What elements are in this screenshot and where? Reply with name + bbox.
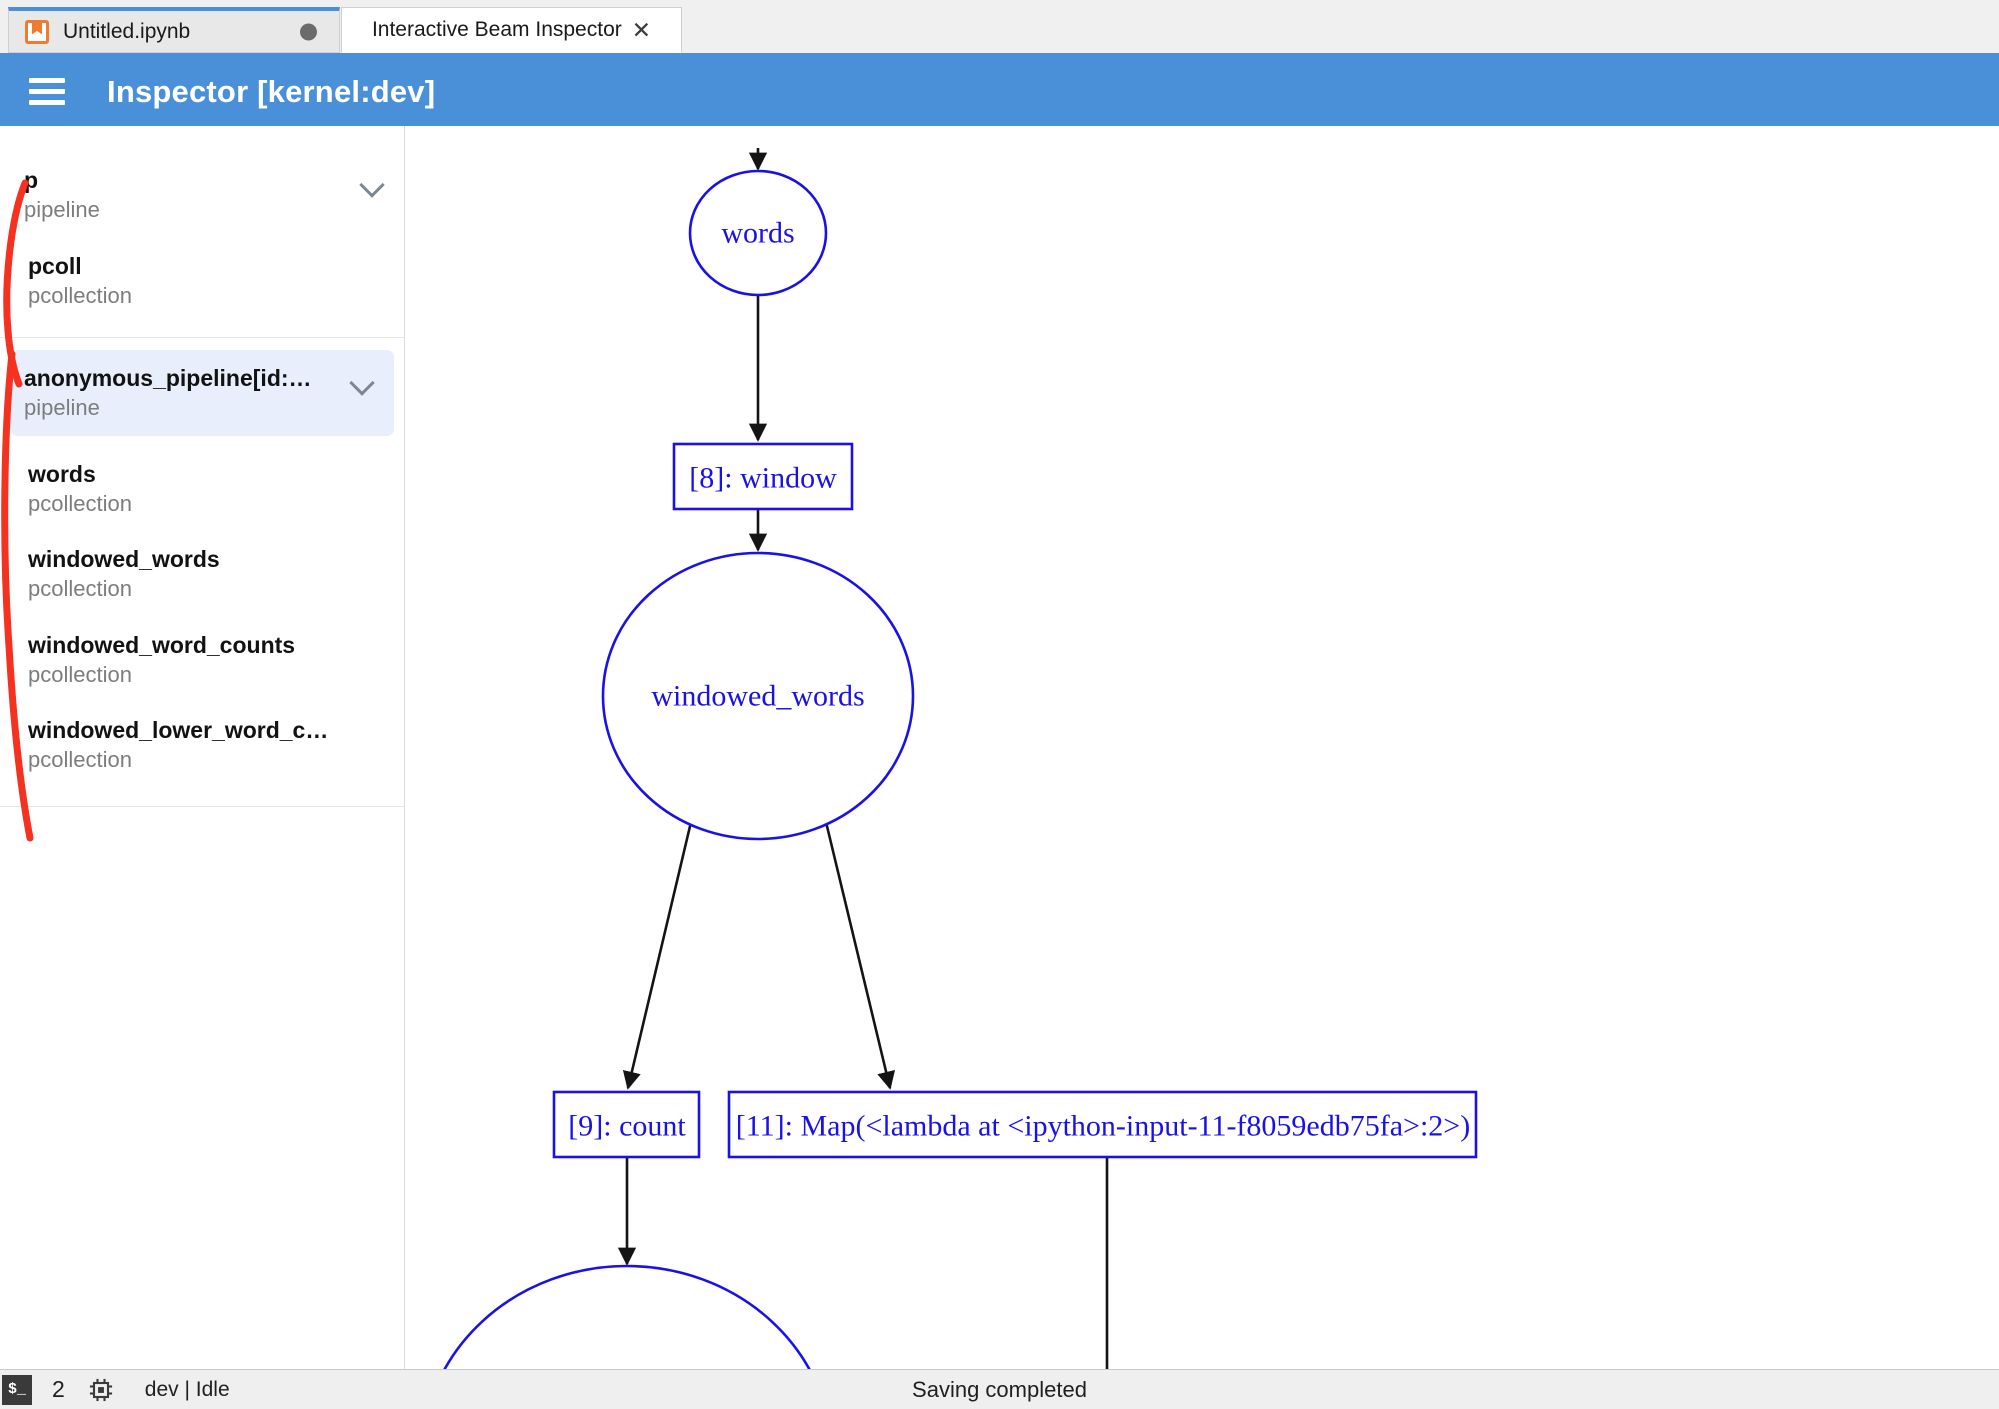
graph-node-label: [9]: count — [568, 1110, 686, 1143]
terminal-icon[interactable]: $_ — [2, 1374, 32, 1405]
sidebar-item-label: windowed_lower_word_counts — [28, 717, 368, 744]
graph-node-label: windowed_words — [651, 680, 864, 713]
kernel-chip-icon[interactable] — [87, 1376, 115, 1404]
page-title: Inspector [kernel:dev] — [107, 73, 436, 109]
sidebar-item-type: pcollection — [28, 490, 132, 516]
notebook-icon — [25, 19, 49, 44]
graph-edges — [617, 148, 1109, 1369]
terminal-count: 2 — [52, 1376, 65, 1402]
status-bar: $_ 2 dev | Idle Saving completed — [0, 1369, 1999, 1409]
sidebar-item-label: pcoll — [28, 252, 82, 279]
sidebar-item-windowed-words[interactable]: windowed_words pcollection — [0, 531, 404, 617]
inspectables-sidebar[interactable]: p pipeline pcoll pcollection anonymous_p… — [0, 126, 405, 1369]
sidebar-item-type: pipeline — [24, 197, 100, 223]
graph-node-label: [11]: Map(<lambda at <ipython-input-11-f… — [736, 1110, 1470, 1143]
tab-label: Untitled.ipynb — [63, 19, 191, 43]
pipeline-graph-canvas[interactable]: words [8]: window windowed_words [9]: co… — [406, 126, 1999, 1369]
sidebar-item-windowed-word-counts[interactable]: windowed_word_counts pcollection — [0, 617, 404, 703]
sidebar-item-label: anonymous_pipeline[id:44516… — [24, 365, 360, 392]
graph-node-windowed-word-counts[interactable] — [422, 1264, 832, 1369]
sidebar-item-type: pipeline — [24, 395, 100, 421]
hamburger-icon[interactable] — [29, 78, 65, 105]
kernel-status[interactable]: dev | Idle — [144, 1377, 230, 1401]
main-content: p pipeline pcoll pcollection anonymous_p… — [0, 126, 1999, 1369]
sidebar-item-type: pcollection — [28, 282, 132, 308]
tab-label: Interactive Beam Inspector — [371, 18, 622, 41]
sidebar-item-pcoll[interactable]: pcoll pcollection — [0, 238, 404, 324]
close-icon[interactable]: ✕ — [631, 16, 652, 43]
graph-node-windowed-words[interactable] — [601, 551, 915, 841]
edge-windowed-words-to-count — [622, 821, 693, 1090]
graph-node-label: words — [721, 217, 794, 250]
app-header: Inspector [kernel:dev] — [0, 57, 1999, 126]
pipeline-graph: words [8]: window windowed_words [9]: co… — [422, 148, 1478, 1369]
graph-nodes: words [8]: window windowed_words [9]: co… — [422, 169, 1478, 1369]
sidebar-group: p pipeline pcoll pcollection — [0, 126, 404, 339]
sidebar-item-type: pcollection — [28, 576, 132, 602]
chevron-down-icon[interactable] — [353, 374, 372, 393]
unsaved-dot-icon[interactable] — [300, 23, 317, 40]
tab-untitled-notebook[interactable]: Untitled.ipynb — [8, 7, 340, 53]
tab-bar: Untitled.ipynb Interactive Beam Inspecto… — [0, 0, 1999, 57]
sidebar-group: anonymous_pipeline[id:44516… pipeline wo… — [0, 338, 404, 807]
sidebar-item-label: p — [24, 167, 39, 193]
graph-node-label: [8]: window — [689, 462, 837, 495]
chevron-down-icon[interactable] — [363, 176, 382, 195]
sidebar-item-label: windowed_word_counts — [28, 631, 296, 658]
edge-windowed-words-to-map — [824, 821, 896, 1090]
sidebar-item-anonymous-pipeline[interactable]: anonymous_pipeline[id:44516… pipeline — [10, 350, 394, 436]
save-status: Saving completed — [912, 1376, 1087, 1402]
sidebar-item-p[interactable]: p pipeline — [0, 152, 404, 238]
graph-node-map[interactable] — [727, 1090, 1478, 1159]
sidebar-item-words[interactable]: words pcollection — [0, 446, 404, 532]
graph-node-count[interactable] — [552, 1090, 701, 1159]
sidebar-item-type: pcollection — [28, 747, 132, 773]
sidebar-item-label: windowed_words — [28, 546, 220, 573]
graph-node-words[interactable] — [688, 169, 828, 297]
sidebar-item-type: pcollection — [28, 661, 132, 687]
sidebar-item-windowed-lower-word-counts[interactable]: windowed_lower_word_counts pcollection — [0, 702, 404, 788]
sidebar-item-label: words — [28, 460, 96, 487]
graph-node-window[interactable] — [672, 442, 854, 511]
tab-interactive-beam-inspector[interactable]: Interactive Beam Inspector ✕ — [341, 7, 682, 53]
